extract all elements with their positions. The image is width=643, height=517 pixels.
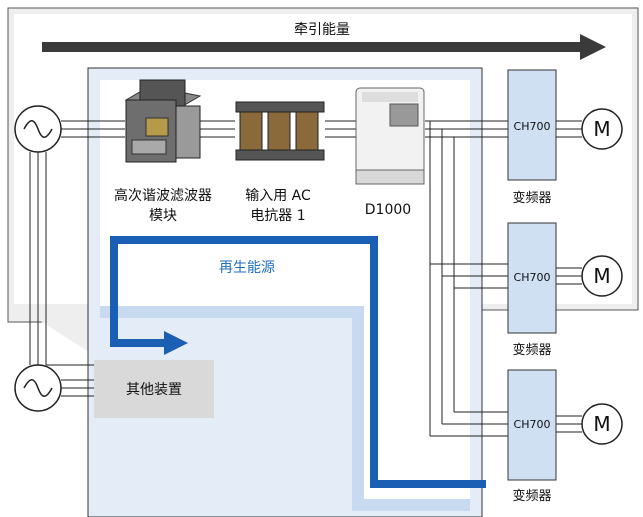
sine-wave-icon [23, 120, 53, 138]
other-devices-label: 其他装置 [126, 382, 182, 398]
regen-energy-label: 再生能源 [219, 260, 275, 276]
branch-wires [29, 152, 94, 397]
motor-icon [581, 108, 623, 150]
reactor-label-line2: 电抗器 1 [250, 208, 305, 224]
motor-label: M [593, 412, 610, 436]
inverter-2: CH700 变频器 M [507, 222, 623, 358]
regen-band [100, 306, 470, 511]
d1000-label: D1000 [365, 202, 411, 218]
reactor-label-line1: 输入用 AC [245, 188, 311, 204]
traction-arrow-head [580, 34, 606, 60]
sine-wave-icon [23, 379, 53, 397]
inverter-1: CH700 变频器 M [507, 69, 623, 206]
main-supply-wires [61, 120, 508, 437]
other-devices-box [94, 360, 214, 418]
inverter-model-label: CH700 [514, 120, 551, 133]
d1000-illustration [355, 87, 425, 185]
inverter-box [507, 369, 557, 481]
motor-icon [581, 403, 623, 445]
inverter-model-label: CH700 [514, 271, 551, 284]
filter-label-line1: 高次谐波滤波器 [114, 187, 212, 204]
inverter-box [507, 222, 557, 334]
inverter-caption: 变频器 [512, 342, 551, 358]
regen-arrow-head [164, 331, 188, 355]
ac-reactor-illustration [235, 101, 325, 161]
inverter-caption: 变频器 [512, 488, 551, 504]
inverter-box [507, 69, 557, 181]
traction-energy-label: 牵引能量 [294, 22, 350, 38]
inverter-caption: 变频器 [512, 190, 551, 206]
inverter-model-label: CH700 [514, 418, 551, 431]
harmonic-filter-module-illustration [124, 79, 202, 163]
motor-icon [581, 255, 623, 297]
inverter-3: CH700 变频器 M [507, 369, 623, 504]
regen-arrow-path [110, 236, 486, 488]
motor-label: M [593, 264, 610, 288]
filter-label-line2: 模块 [149, 208, 177, 224]
motor-label: M [593, 117, 610, 141]
